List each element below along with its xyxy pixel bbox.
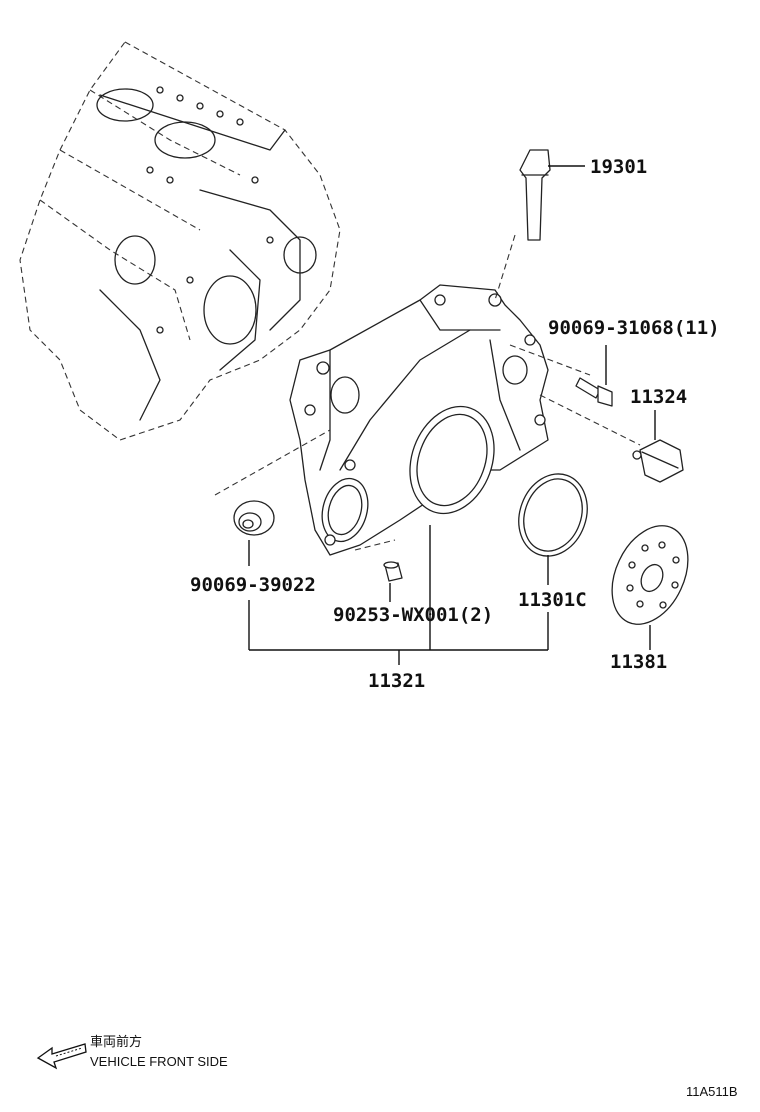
arrow-left-icon <box>36 1043 87 1070</box>
label-11321: 11321 <box>368 670 425 692</box>
plug-11324 <box>632 439 684 483</box>
alignment-lines <box>214 234 641 551</box>
leader-lines <box>248 165 656 665</box>
label-11381: 11381 <box>610 651 667 673</box>
label-19301: 19301 <box>590 156 647 178</box>
figure-code: 11A511B <box>686 1084 738 1099</box>
label-11324: 11324 <box>630 386 687 408</box>
timing-chain-cover <box>289 284 549 556</box>
label-90069-39022: 90069-39022 <box>190 574 316 596</box>
engine-block-outline <box>19 41 341 441</box>
direction-label-en: VEHICLE FRONT SIDE <box>90 1054 228 1069</box>
bolt-90069-31068 <box>575 377 613 407</box>
oil-seal-90069-39022 <box>233 500 275 536</box>
label-90253-WX001: 90253-WX001(2) <box>333 604 493 626</box>
direction-label-jp: 車両前方 <box>90 1034 142 1049</box>
plate-11381 <box>611 525 689 625</box>
sensor-19301 <box>519 149 551 241</box>
o-ring-11301C <box>518 473 588 557</box>
label-11301C: 11301C <box>518 589 587 611</box>
label-90069-31068: 90069-31068(11) <box>548 317 720 339</box>
pin-90253-WX001 <box>383 561 403 582</box>
